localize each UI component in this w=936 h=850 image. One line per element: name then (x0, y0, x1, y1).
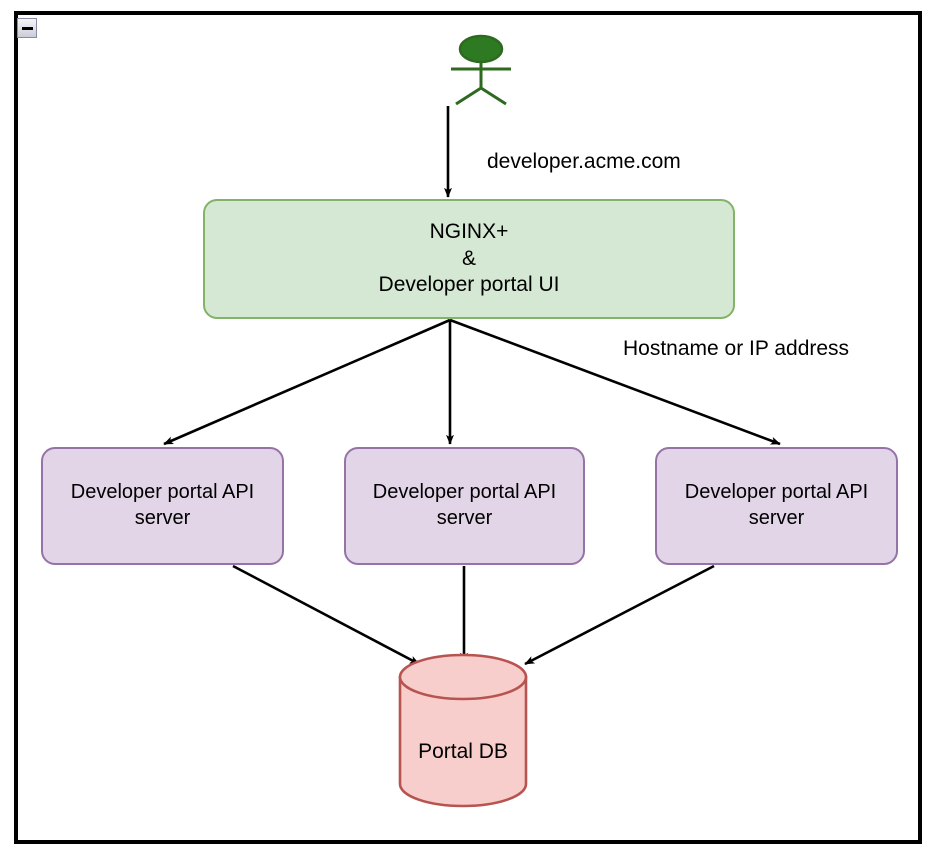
edge-label-developer-domain: developer.acme.com (487, 150, 681, 173)
node-api-server-2[interactable]: Developer portal API server (344, 447, 585, 565)
portal-db-shape[interactable] (398, 653, 528, 808)
node-api-server-1[interactable]: Developer portal API server (41, 447, 284, 565)
node-nginx[interactable]: NGINX+ & Developer portal UI (203, 199, 735, 319)
edge-api-3-to-db (524, 564, 715, 666)
edge-api-1-to-db (232, 564, 420, 666)
collapse-toggle-button[interactable] (17, 18, 37, 38)
nginx-label-line-1: NGINX+ (429, 219, 509, 243)
portal-db-label: Portal DB (418, 740, 508, 763)
node-api-server-3[interactable]: Developer portal API server (655, 447, 898, 565)
edge-nginx-to-api-3 (449, 318, 781, 446)
api-server-3-label: Developer portal API server (684, 481, 869, 529)
edge-nginx-to-api-1 (163, 318, 451, 446)
minus-icon (21, 26, 33, 30)
nginx-label-line-2: & (461, 246, 476, 270)
api-server-1-label: Developer portal API server (70, 481, 255, 529)
api-server-2-label: Developer portal API server (372, 481, 557, 529)
edge-label-hostname-or-ip: Hostname or IP address (623, 337, 850, 360)
nginx-label-line-3: Developer portal UI (378, 273, 560, 297)
stick-figure-icon (451, 34, 511, 106)
user-actor[interactable] (438, 30, 502, 108)
